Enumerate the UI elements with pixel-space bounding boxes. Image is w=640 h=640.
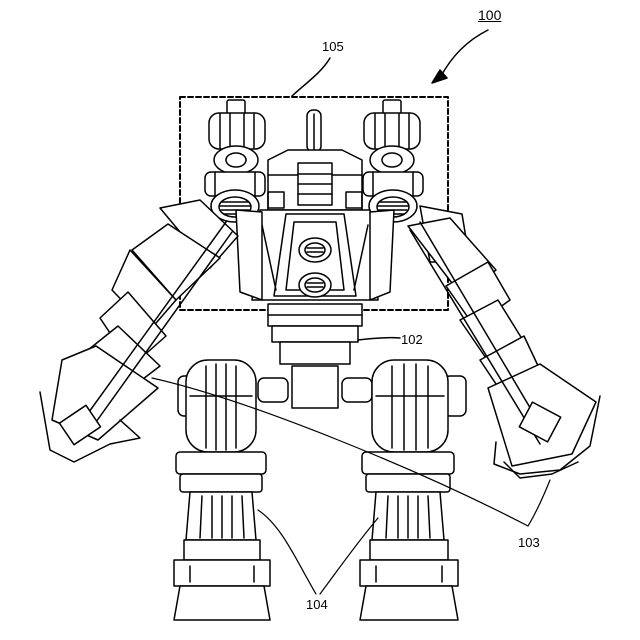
assembly-arrow — [432, 30, 488, 83]
left-leg — [174, 360, 270, 620]
label-103: 103 — [518, 536, 540, 549]
right-leg — [360, 360, 466, 620]
label-104: 104 — [306, 598, 328, 611]
left-booster — [205, 100, 265, 222]
torso — [252, 150, 378, 300]
label-105: 105 — [322, 40, 344, 53]
right-booster — [363, 100, 423, 222]
leader-105 — [292, 58, 330, 96]
label-102: 102 — [401, 333, 423, 346]
label-100: 100 — [478, 8, 501, 22]
waist — [268, 304, 400, 364]
hip — [258, 366, 372, 408]
antenna — [307, 110, 321, 152]
